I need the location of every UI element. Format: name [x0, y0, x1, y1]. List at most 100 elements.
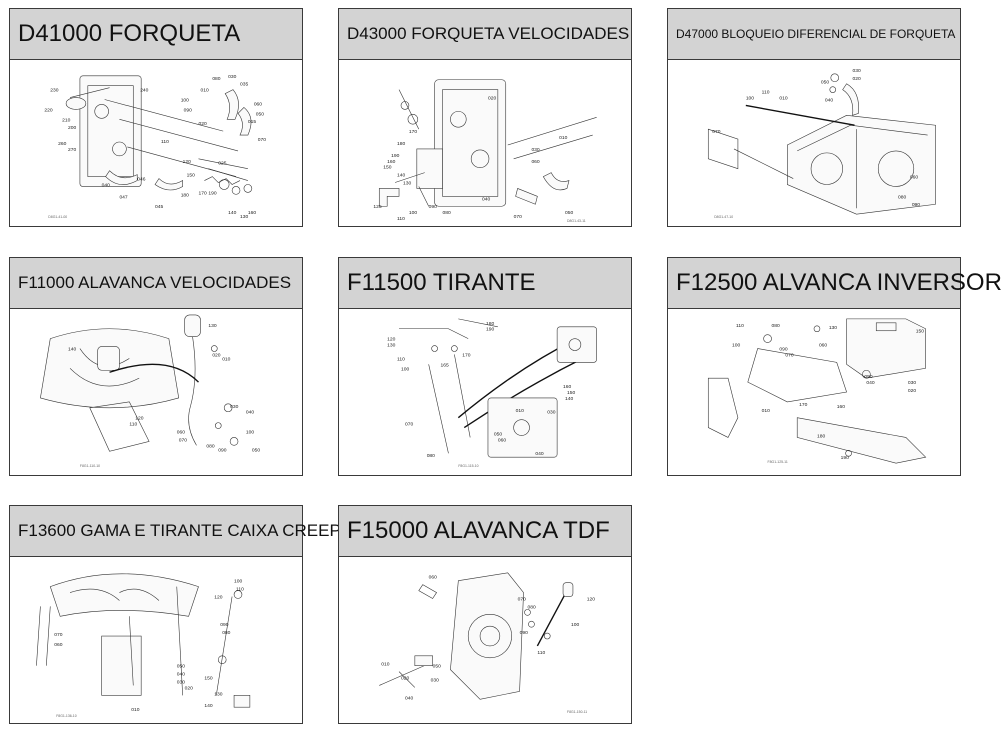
part-number: 070 [258, 137, 266, 143]
parts-diagram: 100 110 120 090 080 070 060 050 040 030 … [10, 557, 302, 723]
drawing-stroke [813, 325, 821, 333]
drawing-stroke [49, 573, 199, 617]
drawing-stroke [112, 141, 127, 157]
card-f12500[interactable]: F12500 ALVANCA INVERSOR 110 080 130 150 … [667, 257, 1002, 476]
drawing-stroke [562, 582, 574, 597]
drawing-stroke [479, 625, 501, 647]
drawing-stroke [487, 397, 558, 458]
part-number: 040 [825, 98, 833, 104]
drawing-stroke [842, 83, 860, 116]
part-number: 090 [184, 107, 192, 113]
callout-labels: 110 080 130 150 100 090 070 060 050 040 … [732, 323, 924, 461]
card-f11500[interactable]: F11500 TIRANTE 180 190 120 130 170 110 1… [338, 257, 632, 476]
drawing-stroke [414, 655, 433, 666]
drawing-stroke [198, 158, 248, 181]
part-number: 165 [441, 362, 449, 368]
parts-diagram: 230 220 240 210 200 260 270 080 030 010 … [10, 60, 302, 226]
part-number: 080 [527, 604, 535, 610]
part-number: 080 [443, 210, 451, 216]
card-title: D43000 FORQUETA VELOCIDADES [339, 9, 631, 60]
callout-labels: 230 220 240 210 200 260 270 080 030 010 … [44, 74, 266, 220]
part-number: 140 [204, 703, 212, 709]
part-number: 190 [486, 327, 494, 333]
part-number: 130 [240, 214, 248, 220]
part-number: 040 [177, 672, 185, 678]
part-number: 210 [62, 117, 70, 123]
card-title: F12500 ALVANCA INVERSOR [668, 258, 1002, 309]
drawing-stroke [875, 322, 897, 332]
part-number: 030 [431, 678, 439, 684]
part-number: 260 [58, 141, 66, 147]
part-number: 050 [494, 431, 502, 437]
part-number: 110 [161, 139, 169, 145]
part-number: 270 [68, 147, 76, 153]
part-number: 110 [397, 216, 405, 222]
card-d43000[interactable]: D43000 FORQUETA VELOCIDADES 190 170 180 … [338, 8, 632, 227]
part-number: 035 [240, 82, 248, 88]
drawing-stroke [450, 572, 524, 700]
drawing-stroke [846, 318, 926, 379]
part-number: 100 [409, 210, 417, 216]
part-number: 120 [214, 595, 222, 601]
part-number: 030 [547, 410, 555, 416]
drawing-stroke [745, 104, 855, 126]
part-number: 010 [200, 88, 208, 94]
drawing-stroke [69, 87, 239, 177]
card-title: D41000 FORQUETA [10, 9, 302, 60]
drawing-stroke [787, 115, 936, 215]
part-number: 030 [228, 74, 236, 80]
drawing-stroke [877, 150, 915, 187]
drawing-stroke [416, 148, 443, 189]
part-number: 220 [44, 107, 52, 113]
card-d47000[interactable]: D47000 BLOQUEIO DIFERENCIAL DE FORQUETA … [667, 8, 961, 227]
part-number: 110 [762, 90, 770, 96]
part-number: 020 [488, 96, 496, 102]
part-number: 120 [387, 337, 395, 343]
part-number: 150 [383, 165, 391, 171]
part-number: 150 [916, 329, 924, 335]
drawing-stroke [36, 606, 51, 666]
part-number: 050 [821, 80, 829, 86]
drawing-stroke [184, 314, 201, 337]
part-number: 080 [212, 76, 220, 82]
part-number: 045 [155, 204, 163, 210]
drawing-stroke [394, 89, 429, 207]
card-title: D47000 BLOQUEIO DIFERENCIAL DE FORQUETA [668, 9, 960, 60]
part-number: 070 [179, 437, 187, 443]
drawing-stroke [862, 369, 871, 379]
drawing-stroke [154, 178, 183, 191]
part-number: 060 [254, 101, 262, 107]
part-number: 015 [248, 119, 256, 125]
drawing-stroke [399, 318, 498, 339]
card-f13600[interactable]: F13600 GAMA E TIRANTE CAIXA CREEP 100 11… [9, 505, 341, 724]
part-number: 050 [433, 664, 441, 670]
drawing-stroke [442, 89, 499, 197]
drawing-stroke [431, 345, 438, 352]
drawing-stroke [568, 338, 582, 351]
card-f15000[interactable]: F15000 ALAVANCA TDF 060 120 070 080 090 … [338, 505, 632, 724]
drawing-stroke [188, 336, 197, 446]
drawing-stroke [97, 346, 120, 371]
drawing-stroke [101, 635, 142, 696]
part-number: 090 [779, 347, 787, 353]
part-number: 100 [571, 622, 579, 628]
card-d41000[interactable]: D41000 FORQUETA 230 220 240 210 200 260 … [9, 8, 303, 227]
part-number: 040 [405, 695, 413, 701]
part-number: 050 [177, 664, 185, 670]
parts-diagram: 130 140 020 010 030 040 120 110 060 070 … [10, 309, 302, 475]
drawing-stroke [536, 590, 568, 647]
parts-diagram: 110 080 130 150 100 090 070 060 050 040 … [668, 309, 960, 475]
part-number: 020 [212, 352, 220, 358]
part-number: 120 [135, 416, 143, 422]
drawing-stroke [211, 345, 218, 352]
card-f11000[interactable]: F11000 ALAVANCA VELOCIDADES 130 140 020 … [9, 257, 303, 476]
part-number: 020 [853, 76, 861, 82]
part-number: 040 [246, 410, 254, 416]
part-number: 070 [785, 352, 793, 358]
drawing-stroke [507, 117, 597, 160]
part-number: 070 [712, 129, 720, 135]
part-number: 060 [531, 159, 539, 165]
part-number: 180 [486, 321, 494, 327]
card-title: F15000 ALAVANCA TDF [339, 506, 631, 557]
drawing-stroke [69, 588, 160, 601]
